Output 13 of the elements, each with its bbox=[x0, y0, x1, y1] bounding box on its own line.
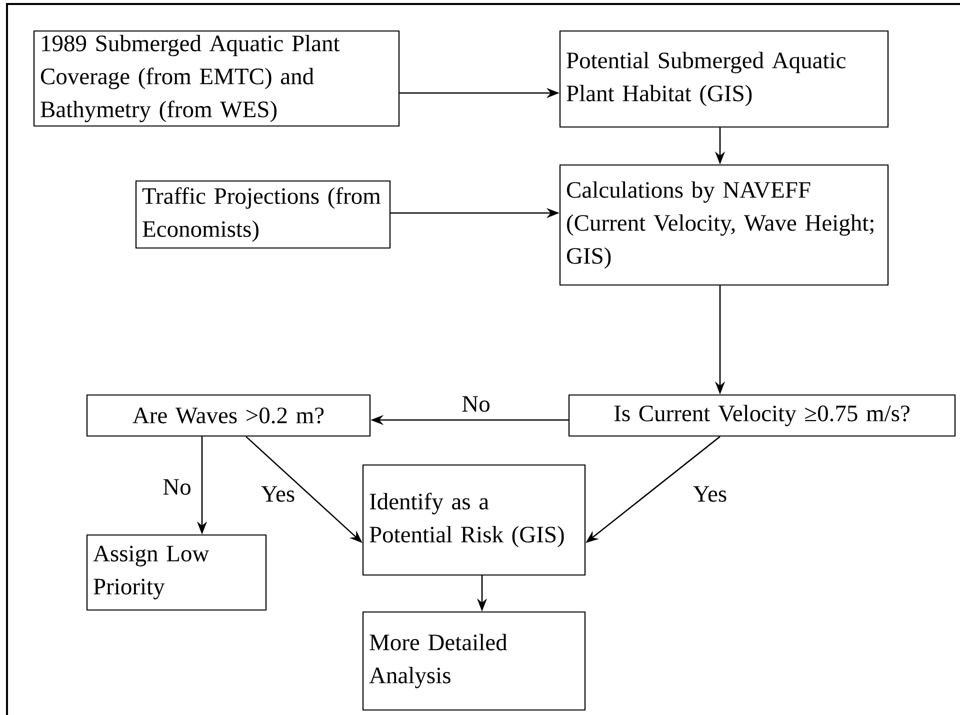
process-box: Calculations by NAVEFF (Current Velocity, Wave Height; GIS) bbox=[559, 164, 889, 286]
decision-box: Is Current Velocity ≥0.75 m/s? bbox=[568, 394, 956, 437]
decision-box: Are Waves >0.2 m? bbox=[86, 394, 371, 437]
edge-label: Yes bbox=[260, 485, 296, 503]
process-box: Assign Low Priority bbox=[86, 534, 267, 611]
process-box: Traffic Projections (from Economists) bbox=[135, 180, 391, 249]
process-box: More Detailed Analysis bbox=[362, 611, 586, 711]
process-box: Potential Submerged Aquatic Plant Habitat (GIS) bbox=[559, 30, 889, 128]
edge-label: No bbox=[162, 478, 192, 496]
process-box: Identify as a Potential Risk (GIS) bbox=[362, 464, 586, 576]
edge-label: Yes bbox=[692, 485, 728, 503]
process-box: 1989 Submerged Aquatic Plant Coverage (from EMTC) and Bathymetry (from WES) bbox=[33, 30, 400, 127]
edge-label: No bbox=[460, 395, 492, 413]
